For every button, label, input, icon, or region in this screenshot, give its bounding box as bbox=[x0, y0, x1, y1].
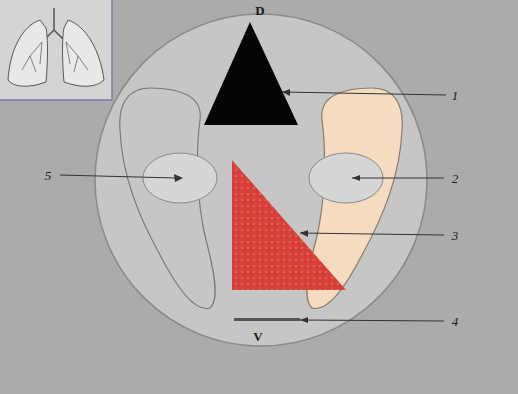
left-hilum bbox=[143, 153, 217, 203]
orientation-label: V bbox=[253, 330, 262, 343]
callout-number: 1 bbox=[452, 89, 459, 102]
callout-number: 4 bbox=[452, 315, 459, 328]
leader-arrowhead bbox=[300, 317, 308, 323]
leader-arrowhead bbox=[352, 175, 360, 181]
leader-lines bbox=[60, 92, 446, 321]
leader-arrowhead bbox=[174, 174, 183, 182]
leader-arrowhead bbox=[300, 230, 308, 237]
body-outline bbox=[95, 14, 427, 346]
lung-inset bbox=[0, 0, 112, 100]
callout-number: 5 bbox=[45, 169, 52, 182]
bar-marker bbox=[234, 318, 300, 321]
leader-arrowhead bbox=[282, 89, 290, 96]
red-triangle bbox=[232, 160, 346, 290]
black-triangle bbox=[204, 22, 298, 125]
callout-number: 3 bbox=[452, 229, 459, 242]
callout-number: 2 bbox=[452, 172, 459, 185]
orientation-label: D bbox=[255, 4, 264, 17]
